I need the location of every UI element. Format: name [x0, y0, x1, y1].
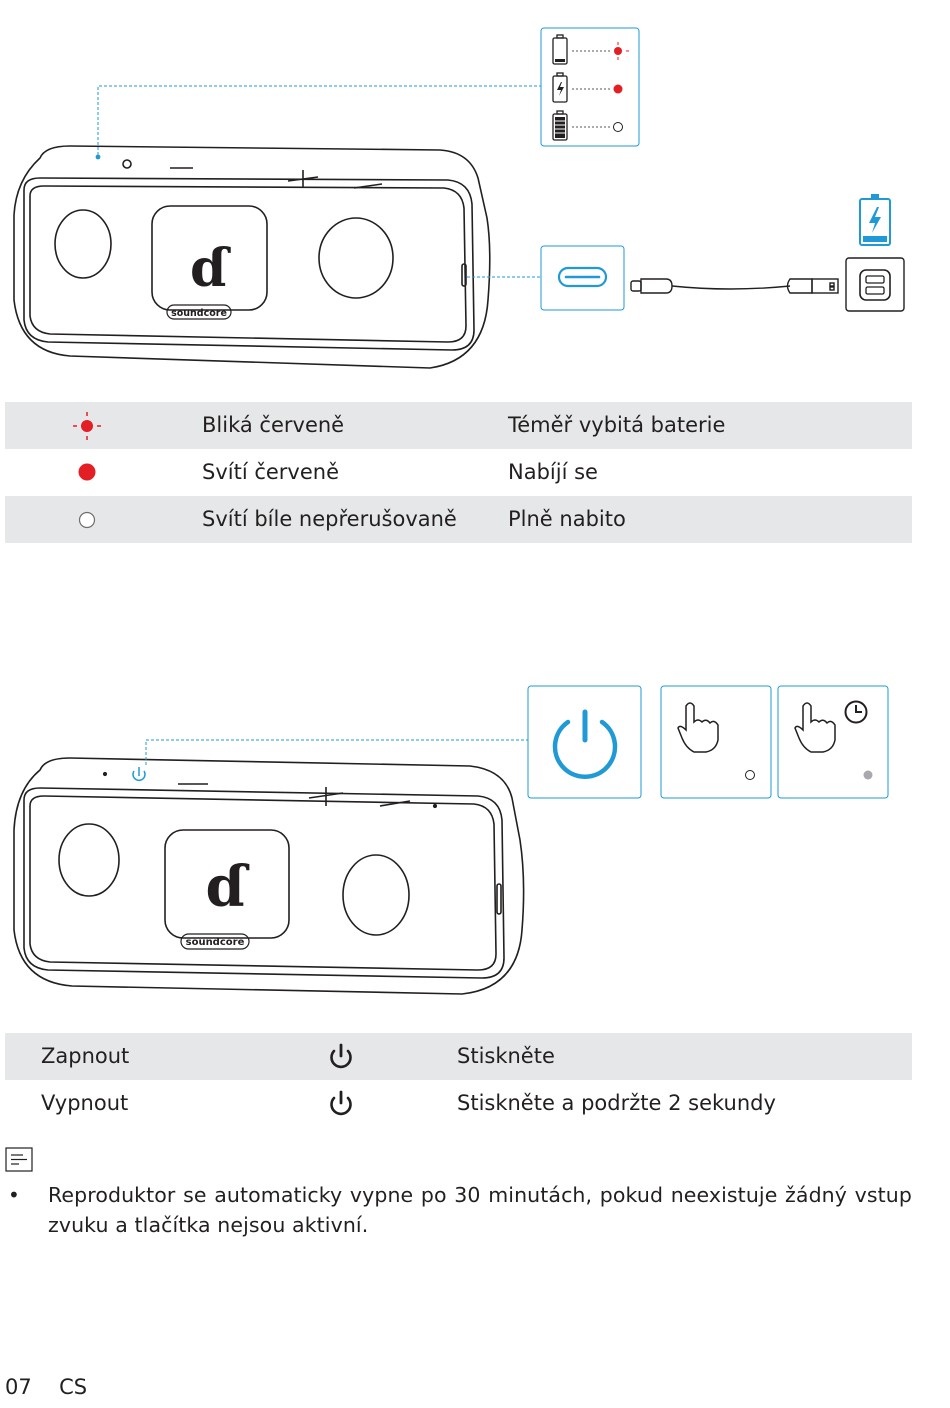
page-footer: 07 CS — [5, 1375, 87, 1399]
action-label: Zapnout — [41, 1033, 129, 1080]
language-code: CS — [59, 1375, 87, 1399]
operation-label: Stiskněte a podržte 2 sekundy — [457, 1080, 776, 1127]
power-illustration: ɗ soundcore — [0, 0, 950, 1030]
table-row: Zapnout Stiskněte — [5, 1033, 912, 1080]
press-hold-callout — [778, 686, 888, 798]
power-table: Zapnout Stiskněte Vypnout Stiskněte a po… — [5, 1033, 912, 1127]
power-icon — [326, 1080, 356, 1127]
operation-label: Stiskněte — [457, 1033, 555, 1080]
table-row: Vypnout Stiskněte a podržte 2 sekundy — [5, 1080, 912, 1127]
power-icon — [326, 1033, 356, 1080]
note-bullet: • — [8, 1180, 20, 1210]
auto-off-note: Reproduktor se automaticky vypne po 30 m… — [48, 1180, 912, 1240]
power-button-highlight — [133, 767, 145, 780]
logo-mark: ɗ — [206, 854, 250, 920]
speaker-front — [14, 758, 524, 994]
power-icon-callout — [528, 686, 641, 798]
action-label: Vypnout — [41, 1080, 128, 1127]
page-number: 07 — [5, 1375, 32, 1399]
note-icon — [5, 1147, 35, 1173]
press-callout — [661, 686, 771, 798]
brand-label: soundcore — [186, 937, 245, 948]
